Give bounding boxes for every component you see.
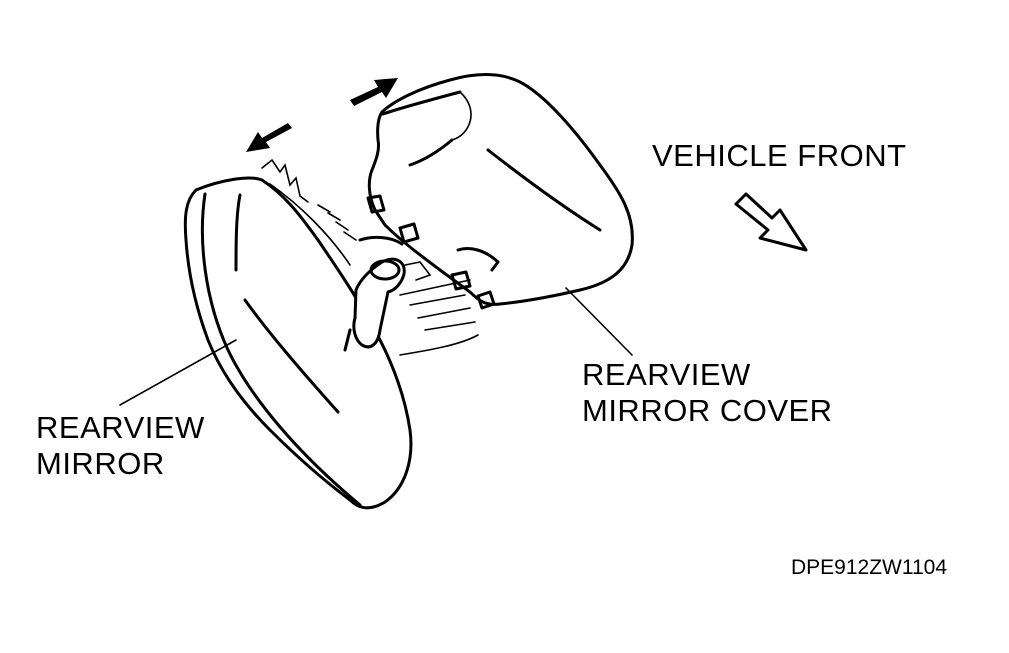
mirror-cover-shape [366, 73, 634, 310]
double-arrow-icon [246, 78, 398, 152]
rearview-mirror-cover-label: REARVIEW MIRROR COVER [582, 357, 833, 428]
rearview-mirror-label: REARVIEW MIRROR [36, 410, 205, 481]
leader-line-cover [565, 287, 633, 356]
leader-line-mirror [119, 339, 237, 406]
vehicle-front-label: VEHICLE FRONT [652, 138, 907, 173]
mirror-body-shape [183, 158, 479, 510]
figure-code: DPE912ZW1104 [791, 556, 948, 579]
hollow-arrow-icon [734, 192, 808, 252]
